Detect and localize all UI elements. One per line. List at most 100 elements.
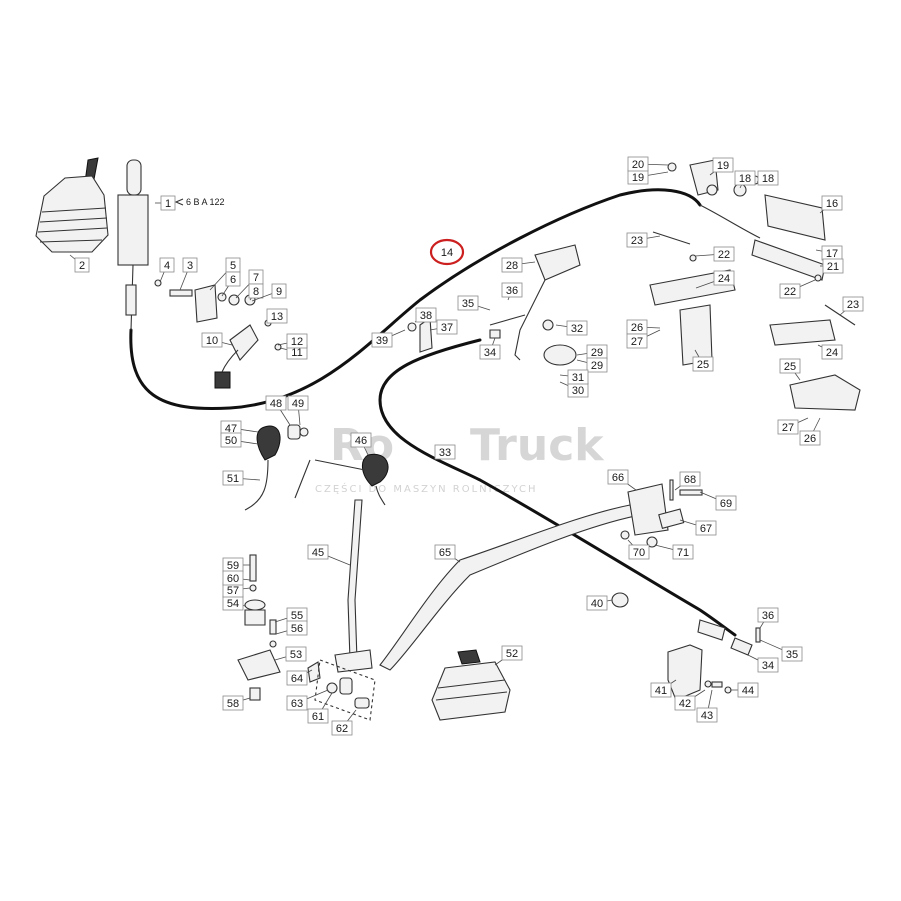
- callout-number: 18: [739, 173, 751, 185]
- callout-number: 29: [591, 347, 603, 359]
- callout-58: 58: [222, 695, 251, 711]
- callout-24b: 24: [817, 344, 843, 360]
- callout-33: 33: [434, 444, 456, 461]
- callout-box: [479, 344, 501, 360]
- callout-number: 19: [717, 160, 729, 172]
- callout-box: [821, 344, 843, 360]
- callout-box: [822, 258, 844, 274]
- callout-6: 6: [221, 271, 241, 297]
- callout-number: 23: [631, 235, 643, 247]
- callout-number: 69: [720, 498, 732, 510]
- callout-box: [286, 670, 308, 686]
- callout-29a: 29: [576, 344, 608, 360]
- callout-number: 10: [206, 335, 218, 347]
- callout-40: 40: [586, 595, 613, 611]
- callout-box: [672, 544, 694, 560]
- highlight-14: 14: [429, 238, 465, 266]
- callout-box: [220, 432, 242, 448]
- callout-68: 68: [674, 471, 701, 491]
- callout-number: 58: [227, 698, 239, 710]
- callout-31: 31: [559, 369, 589, 385]
- reference-code: 6 B A 122: [186, 197, 225, 207]
- callout-19b: 19: [627, 169, 669, 185]
- callout-number: 60: [227, 573, 239, 585]
- callout-53: 53: [274, 646, 307, 662]
- callout-box: [434, 544, 456, 560]
- callout-52: 52: [494, 645, 523, 666]
- callout-number: 28: [506, 260, 518, 272]
- callout-box: [566, 320, 588, 336]
- callout-number: 27: [631, 336, 643, 348]
- callout-number: 59: [227, 560, 239, 572]
- callout-number: 71: [677, 547, 689, 559]
- callout-2: 2: [69, 254, 90, 273]
- callout-22b: 22: [779, 279, 816, 299]
- callout-number: 67: [700, 523, 712, 535]
- callout-box: [821, 195, 843, 211]
- callout-number: 24: [718, 273, 730, 285]
- callout-number: 45: [312, 547, 324, 559]
- callout-number: 34: [484, 347, 496, 359]
- callout-8: 8: [248, 283, 264, 301]
- callout-box: [307, 544, 329, 560]
- callout-number: 18: [762, 173, 774, 185]
- callout-box: [248, 283, 264, 299]
- callout-61: 61: [307, 692, 333, 724]
- callout-17: 17: [815, 245, 843, 261]
- callout-box: [307, 708, 329, 724]
- callout-3: 3: [179, 257, 198, 291]
- callout-number: 5: [230, 260, 236, 272]
- callout-box: [627, 156, 649, 172]
- callout-number: 16: [826, 198, 838, 210]
- callout-23b: 23: [839, 296, 864, 316]
- callout-box: [501, 257, 523, 273]
- callout-28: 28: [501, 257, 536, 273]
- callout-box: [436, 319, 458, 335]
- callout-box: [501, 645, 523, 661]
- callout-5: 5: [209, 257, 241, 291]
- callout-45: 45: [307, 544, 351, 566]
- callout-27a: 27: [626, 329, 661, 349]
- callout-number: 26: [631, 322, 643, 334]
- cable-33: [378, 338, 737, 637]
- callout-number: 34: [762, 660, 774, 672]
- callout-16: 16: [819, 195, 843, 214]
- callout-38: 38: [414, 307, 437, 323]
- callout-26a: 26: [626, 319, 661, 335]
- callout-number: 44: [742, 685, 754, 697]
- callout-63: 63: [286, 689, 329, 711]
- callout-number: 70: [633, 547, 645, 559]
- callout-box: [350, 432, 372, 448]
- bracket-10: [214, 324, 259, 389]
- bottom-left-parts: [237, 554, 376, 721]
- callout-box: [501, 282, 523, 298]
- bottom-right-parts: [611, 479, 761, 701]
- callout-18b: 18: [756, 170, 779, 186]
- callout-box: [371, 332, 393, 348]
- callout-number: 4: [164, 260, 170, 272]
- callout-box: [222, 570, 244, 586]
- callout-box: [715, 495, 737, 511]
- callout-number: 62: [336, 723, 348, 735]
- callout-49: 49: [287, 395, 309, 426]
- callout-box: [777, 419, 799, 435]
- callout-box: [265, 395, 287, 411]
- callout-65: 65: [434, 544, 461, 563]
- callout-44: 44: [730, 682, 759, 698]
- callout-4: 4: [159, 257, 175, 283]
- callout-number: 42: [679, 698, 691, 710]
- callout-number: 43: [701, 710, 713, 722]
- callout-box: [842, 296, 864, 312]
- callout-box: [457, 295, 479, 311]
- callout-number: 65: [439, 547, 451, 559]
- callout-box: [650, 682, 672, 698]
- callout-box: [201, 332, 223, 348]
- callout-number: 61: [312, 711, 324, 723]
- callout-46: 46: [350, 432, 372, 456]
- callout-box: [779, 358, 801, 374]
- callout-box: [737, 682, 759, 698]
- callout-box: [160, 195, 176, 211]
- callout-box: [781, 646, 803, 662]
- callout-box: [434, 444, 456, 460]
